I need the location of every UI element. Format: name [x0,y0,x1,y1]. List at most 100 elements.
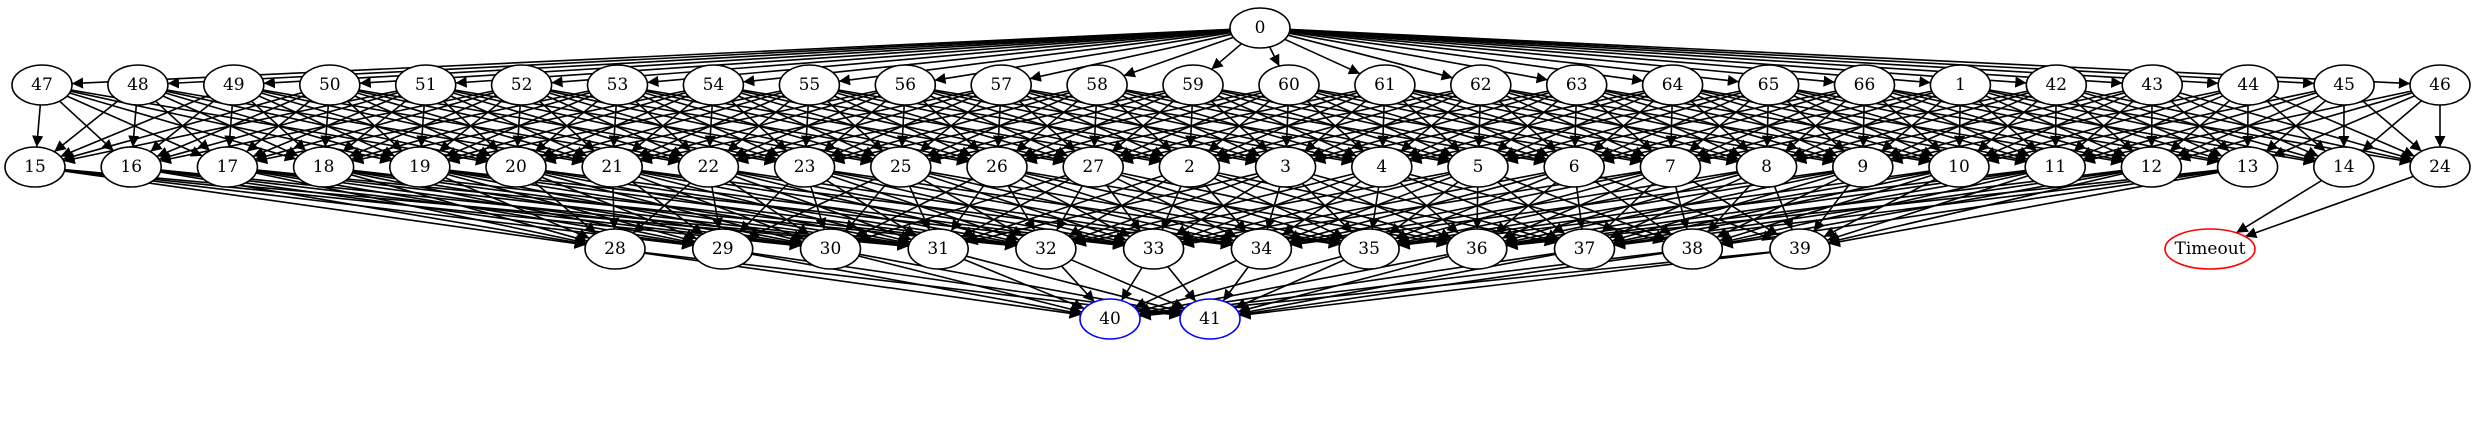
node-52-shape [490,64,553,106]
node-35-shape [1338,228,1400,270]
node-17-shape [196,146,259,188]
node-28-shape [584,228,646,270]
node-57-shape [970,64,1033,106]
edge-39-to-40 [1139,251,1771,321]
edge-0-to-53 [647,29,1231,87]
edge-0-to-42 [1289,29,2027,88]
node-8-shape [1735,146,1798,188]
edge-58-to-23 [832,92,1070,162]
node-60: 60 [1258,64,1320,106]
edge-7-to-35 [1396,173,1643,244]
edge-13-to-37 [1613,169,2219,250]
edge-0-to-51 [455,29,1231,88]
node-50-shape [298,64,361,106]
edge-35-to-40 [1137,255,1342,314]
edge-4-to-37 [1407,176,1560,240]
node-20-label: 20 [505,157,527,177]
node-50-label: 50 [319,75,341,95]
edge-6-to-37 [1575,186,1587,230]
node-10-label: 10 [1948,157,1970,177]
edge-0-to-1 [1289,29,1931,88]
node-timeout-shape [2164,228,2256,270]
node-36: 36 [1446,228,1508,270]
node-22-label: 22 [698,157,720,177]
edge-6-to-38 [1594,180,1672,236]
node-11: 11 [2024,146,2086,188]
node-59-shape [1162,64,1224,106]
node-26-label: 26 [986,157,1008,177]
edge-32-to-41 [1070,259,1186,309]
edge-25-to-30 [844,183,887,233]
node-27: 27 [1062,146,1124,188]
node-34-label: 34 [1251,239,1273,259]
node-11-label: 11 [2044,157,2066,177]
node-64: 64 [1641,64,1704,106]
node-40-label: 40 [1099,309,1121,329]
node-49-label: 49 [223,75,245,95]
edge-3-to-33 [1175,179,1265,237]
node-63-shape [1545,64,1608,106]
node-12-label: 12 [2141,157,2163,177]
node-33-label: 33 [1143,239,1165,259]
edge-4-to-32 [1073,173,1354,245]
node-12: 12 [2120,146,2183,188]
edge-13-to-36 [1506,169,2219,251]
edge-44-to-10 [1986,92,2221,162]
node-33: 33 [1122,228,1185,270]
node-61: 61 [1354,64,1416,106]
node-20: 20 [485,146,547,188]
node-12-shape [2120,146,2183,188]
node-6-label: 6 [1569,157,1580,177]
node-56-label: 56 [894,75,916,95]
edge-3-to-35 [1301,182,1353,234]
edge-6-to-36 [1494,182,1557,234]
node-21-label: 21 [601,157,623,177]
edge-15-to-28 [64,170,586,249]
node-59: 59 [1162,64,1224,106]
edge-19-to-29 [447,173,696,244]
node-7-shape [1639,146,1702,188]
node-59-label: 59 [1182,75,1204,95]
node-26-shape [966,146,1028,188]
edge-11-to-35 [1398,169,2026,250]
node-5: 5 [1447,146,1509,188]
node-15: 15 [4,146,66,188]
edge-25-to-31 [908,185,931,231]
node-17: 17 [196,146,259,188]
edge-12-to-36 [1506,169,2122,250]
edge-55-to-20 [543,91,782,162]
node-4: 4 [1351,146,1413,188]
node-8: 8 [1735,146,1798,188]
node-53-shape [586,64,649,106]
node-0-shape [1229,7,1291,49]
node-35: 35 [1338,228,1400,270]
node-39: 39 [1769,228,1831,270]
node-41-label: 41 [1199,309,1221,329]
node-58: 58 [1066,64,1128,106]
node-23-shape [773,146,836,188]
edge-0-to-57 [1029,33,1232,82]
node-56: 56 [874,64,937,106]
edge-30-to-40 [858,255,1083,315]
edge-4-to-36 [1399,182,1460,234]
edge-27-to-32 [1056,185,1084,231]
edge-2-to-33 [1161,185,1182,231]
node-41-shape [1179,298,1241,340]
node-42-shape [2025,64,2088,106]
edge-0-to-52 [551,29,1231,88]
node-65-label: 65 [1758,75,1780,95]
node-54-label: 54 [703,75,725,95]
node-50: 50 [298,64,361,106]
node-37: 37 [1553,228,1616,270]
edge-66-to-6 [1601,92,1838,162]
edge-34-to-40 [1134,259,1238,309]
node-29: 29 [691,228,754,270]
node-19-label: 19 [409,157,431,177]
node-52: 52 [490,64,553,106]
node-14-label: 14 [2333,157,2355,177]
edge-63-to-3 [1312,92,1550,162]
edge-27-to-31 [961,178,1071,238]
edge-8-to-39 [1773,185,1794,231]
node-21-shape [581,146,644,188]
node-3-label: 3 [1280,157,1291,177]
